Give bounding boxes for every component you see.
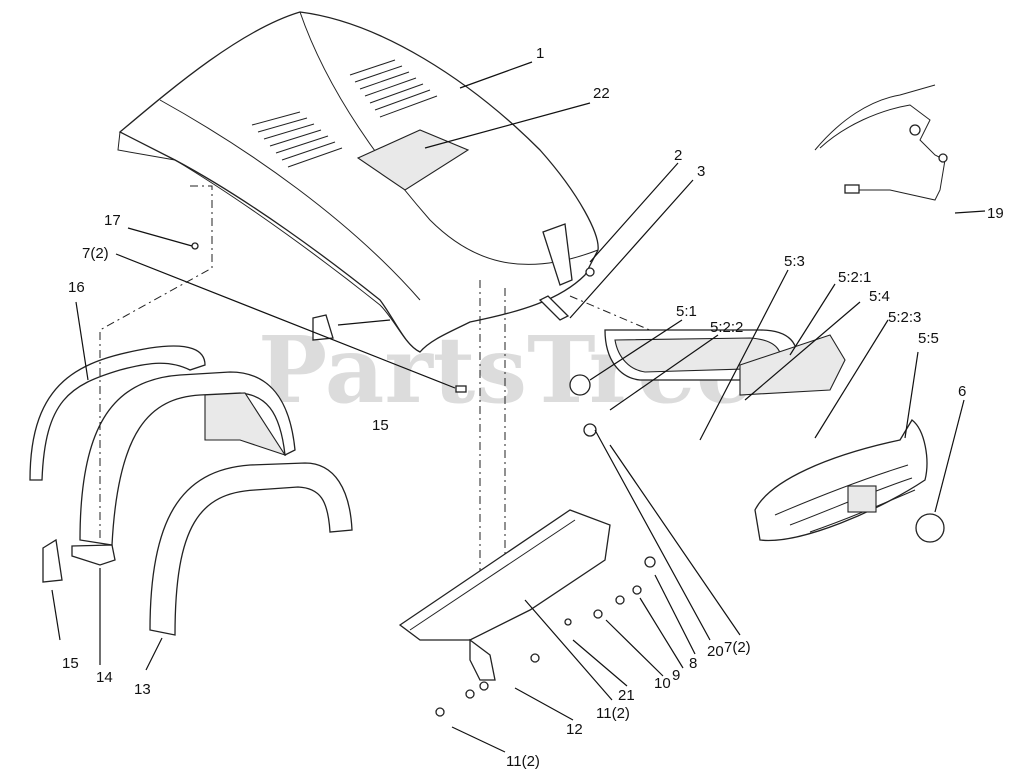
callout-11-2-lower: 11(2) [506, 753, 540, 770]
clip-7 [455, 385, 467, 393]
callout-2: 2 [674, 147, 682, 164]
callout-21: 21 [618, 687, 635, 704]
callout-8: 8 [689, 655, 697, 672]
callout-3: 3 [697, 163, 705, 180]
decal [356, 129, 470, 191]
wire-harness [814, 84, 948, 201]
vents-lower [251, 111, 343, 168]
callout-5-1: 5:1 [676, 303, 697, 320]
hood [117, 11, 599, 353]
callout-5-4: 5:4 [869, 288, 890, 305]
callout-6: 6 [958, 383, 966, 400]
callout-labels: 1 22 2 3 19 17 7(2) 16 15 5:3 5:2:1 5:4 … [62, 45, 1004, 770]
callout-5-2-3: 5:2:3 [888, 309, 921, 326]
callout-5-2-2: 5:2:2 [710, 319, 743, 336]
assembly-lines [99, 185, 721, 580]
callout-9: 9 [672, 667, 680, 684]
callout-7-2-lower: 7(2) [724, 639, 751, 656]
callout-5-3: 5:3 [784, 253, 805, 270]
headlight-assembly [569, 329, 846, 437]
callout-14: 14 [96, 669, 113, 686]
callout-5-2-1: 5:2:1 [838, 269, 871, 286]
callout-10: 10 [654, 675, 671, 692]
callout-20: 20 [707, 643, 724, 660]
clip-17 [191, 242, 199, 250]
hinge-bracket [538, 223, 595, 321]
callout-13: 13 [134, 681, 151, 698]
callout-1: 1 [536, 45, 544, 62]
wedge-lower [42, 538, 63, 583]
callout-7-2-upper: 7(2) [82, 245, 109, 262]
fender-trim [29, 345, 206, 481]
callout-17: 17 [104, 212, 121, 229]
callout-15-upper: 15 [372, 417, 389, 434]
callout-16: 16 [68, 279, 85, 296]
callout-15-lower: 15 [62, 655, 79, 672]
callout-5-5: 5:5 [918, 330, 939, 347]
fender-panel [149, 462, 353, 636]
callout-12: 12 [566, 721, 583, 738]
grille [754, 419, 928, 542]
support-bracket [398, 509, 611, 681]
callout-19: 19 [987, 205, 1004, 222]
leader-lines [51, 61, 986, 753]
vents-upper [349, 59, 438, 118]
callout-11-2-upper: 11(2) [596, 705, 630, 722]
rear-fender [71, 371, 296, 566]
fasteners [435, 556, 656, 717]
knob [915, 513, 945, 543]
callout-22: 22 [593, 85, 610, 102]
